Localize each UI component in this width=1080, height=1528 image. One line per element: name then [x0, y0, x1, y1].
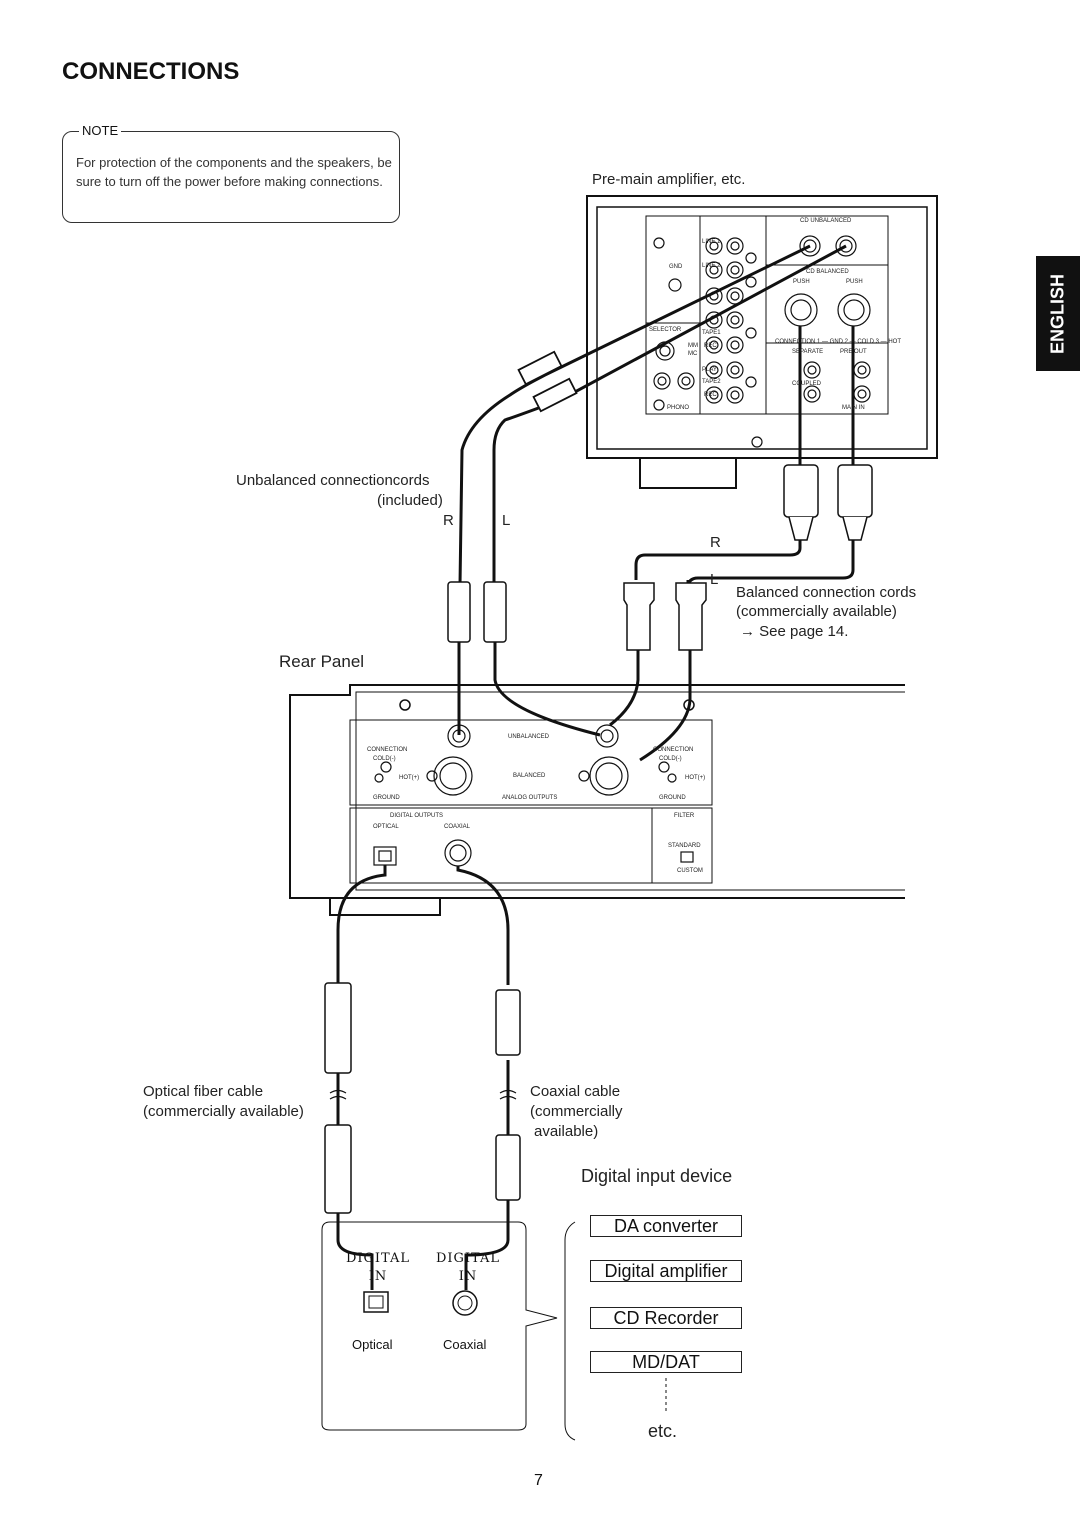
premain-amplifier-body: [586, 195, 938, 489]
amp-mc: MC: [688, 351, 698, 357]
amp-separate: SEPARATE: [792, 349, 824, 355]
amp-pin-legend: CONNECTION 1 — GND 2 — COLD 3 — HOT: [775, 339, 902, 345]
xlr-plugs-bottom: [623, 582, 707, 651]
balanced-r-label: R: [710, 534, 721, 551]
rear-panel-label: Rear Panel: [279, 652, 365, 671]
rear-connection-right: CONNECTION: [653, 747, 694, 753]
rear-unbalanced: UNBALANCED: [508, 734, 550, 740]
rca-plugs-rear: [447, 581, 507, 643]
digital-input-device-box: [321, 1221, 667, 1441]
amp-gnd: GND: [669, 264, 683, 270]
amp-push-l: PUSH: [846, 279, 863, 285]
rear-hot-left: HOT(+): [399, 775, 420, 781]
rear-cold-right: COLD(-): [659, 756, 682, 762]
amp-line1: LINE 1: [702, 239, 721, 245]
amp-coupled: COUPLED: [792, 381, 822, 387]
amp-pre-out: PRE OUT: [840, 349, 867, 355]
coaxial-cable-label-2: (commercially: [530, 1103, 623, 1120]
page-number: 7: [534, 1472, 543, 1489]
coaxial-cable-label-3: available): [534, 1123, 599, 1140]
unbalanced-r-label: R: [443, 512, 454, 529]
digital-in-coaxial-label: Coaxial: [443, 1337, 487, 1352]
digital-in-left-top: DIGITAL: [345, 1251, 411, 1266]
page-title: CONNECTIONS: [62, 58, 240, 85]
rear-analog-outputs: ANALOG OUTPUTS: [502, 795, 558, 801]
amp-play: PLAY: [702, 367, 717, 373]
etc-label: etc.: [648, 1421, 678, 1441]
amp-cd-unbalanced: CD UNBALANCED: [800, 218, 852, 224]
rear-digital-outputs: DIGITAL OUTPUTS: [390, 813, 444, 819]
coaxial-cable-label-1: Coaxial cable: [530, 1083, 621, 1100]
rear-filter: FILTER: [674, 813, 695, 819]
rear-hot-right: HOT(+): [685, 775, 706, 781]
amp-phono: PHONO: [667, 405, 690, 411]
amp-cd-balanced: CD BALANCED: [806, 269, 849, 275]
digital-plugs: [324, 982, 521, 1214]
note-text: For protection of the components and the…: [76, 155, 392, 189]
xlr-plugs-top: [783, 464, 873, 541]
rear-cold-left: COLD(-): [373, 756, 396, 762]
rear-balanced: BALANCED: [513, 773, 546, 779]
rear-panel-body: [289, 684, 905, 916]
amp-tape1: TAPE1: [702, 330, 721, 336]
cable-break-marks: [329, 1089, 517, 1100]
rear-ground-right: GROUND: [659, 795, 686, 801]
unbalanced-l-label: L: [502, 512, 511, 529]
device-cd-recorder: CD Recorder: [590, 1307, 742, 1329]
digital-input-device-label: Digital input device: [581, 1166, 733, 1186]
device-digital-amplifier: Digital amplifier: [590, 1260, 742, 1282]
digital-in-optical-label: Optical: [352, 1337, 393, 1352]
note-box: [62, 131, 400, 223]
amp-line2: LINE 2: [702, 263, 721, 269]
rca-cords-down: [457, 642, 601, 737]
unbalanced-cords-label: Unbalanced connectioncords: [236, 472, 430, 489]
digital-in-left-bottom: IN: [368, 1269, 388, 1284]
optical-cable-label-1: Optical fiber cable: [143, 1083, 264, 1100]
rca-plugs-amp-side: [517, 350, 578, 413]
amp-push-r: PUSH: [793, 279, 810, 285]
language-tab: ENGLISH: [1036, 256, 1080, 371]
device-da-converter: DA converter: [590, 1215, 742, 1237]
amp-mm: MM: [688, 343, 698, 349]
optical-cable-label-2: (commercially available): [143, 1103, 304, 1120]
rear-coaxial: COAXIAL: [444, 824, 471, 830]
rear-custom: CUSTOM: [677, 868, 703, 874]
digital-in-right-bottom: IN: [458, 1269, 478, 1284]
digital-in-right-top: DIGITAL: [435, 1251, 501, 1266]
unbalanced-cords: [458, 244, 847, 586]
rear-connection-left: CONNECTION: [367, 747, 408, 753]
amp-rec-2: REC: [704, 392, 717, 398]
rear-panel-jacks: [373, 724, 694, 867]
balanced-cords-label-2: (commercially available): [736, 603, 897, 620]
rear-optical: OPTICAL: [373, 824, 399, 830]
rear-ground-left: GROUND: [373, 795, 400, 801]
amp-selector: SELECTOR: [649, 327, 682, 333]
amp-tape2: TAPE2: [702, 379, 721, 385]
amp-main-in: MAIN IN: [842, 405, 865, 411]
see-page-label: → See page 14.: [740, 623, 849, 640]
balanced-cords: [634, 326, 855, 589]
xlr-cords-down: [609, 650, 692, 762]
note-label: NOTE: [79, 123, 122, 138]
balanced-l-label: L: [710, 571, 719, 588]
device-md-dat: MD/DAT: [590, 1351, 742, 1373]
digital-cables: [336, 865, 510, 1290]
amp-rec-1: REC: [704, 343, 717, 349]
included-label: (included): [377, 492, 443, 509]
rear-standard: STANDARD: [668, 843, 701, 849]
premain-label: Pre-main amplifier, etc.: [592, 171, 746, 188]
balanced-cords-label-1: Balanced connection cords: [736, 584, 917, 601]
